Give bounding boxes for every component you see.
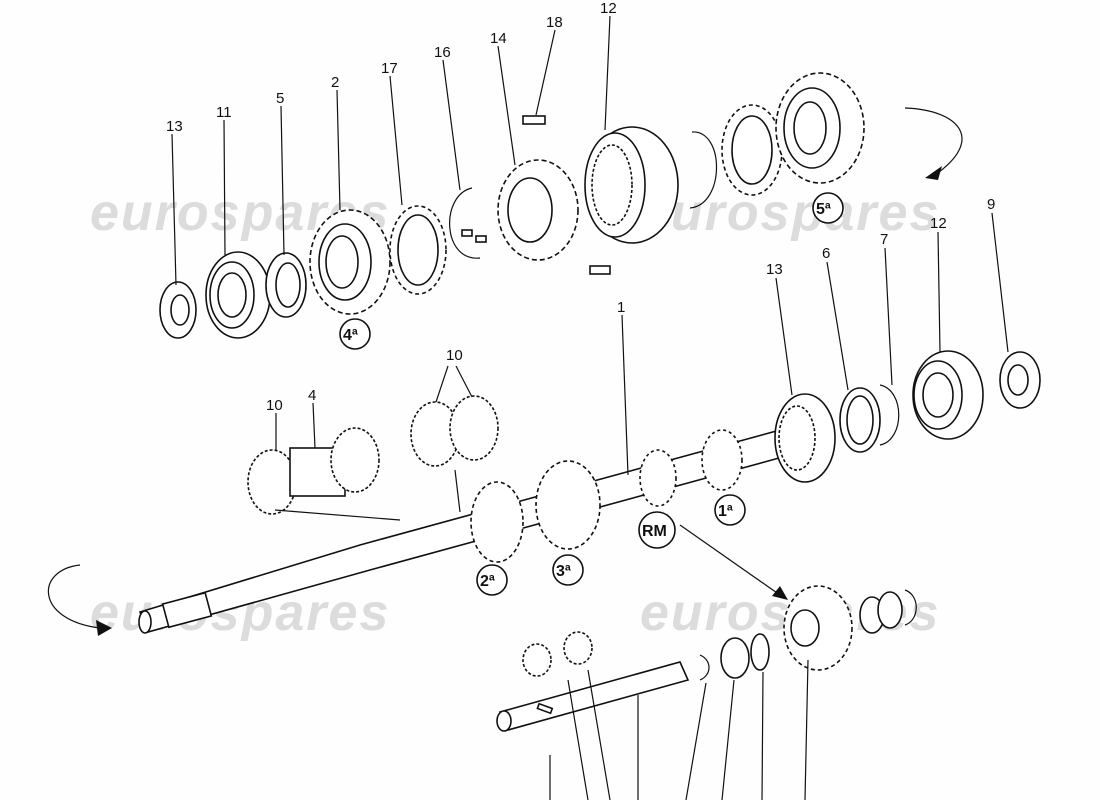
ring-part-6	[839, 387, 881, 453]
nut-part-9	[999, 351, 1041, 409]
needle-bearing	[563, 631, 593, 665]
watermark: eurospares	[640, 184, 940, 242]
needle-bearing	[522, 643, 552, 677]
svg-text:RM: RM	[642, 523, 667, 540]
label-part-12: 12	[930, 215, 947, 232]
circlip	[904, 589, 917, 626]
label-part-13: 13	[766, 261, 783, 278]
washer	[750, 633, 770, 671]
gear-third	[535, 460, 601, 550]
gear-first	[701, 429, 743, 491]
label-part-10: 10	[266, 397, 283, 414]
label-part-7: 7	[880, 231, 888, 248]
label-part-1: 1	[617, 299, 625, 316]
bearing-part-13	[774, 393, 836, 483]
svg-text:1ª: 1ª	[718, 503, 733, 520]
gear-fifth	[775, 72, 865, 184]
rotation-arrow-icon	[904, 107, 963, 176]
label-part-9: 9	[987, 196, 995, 213]
nut-part-8	[159, 281, 197, 339]
synchro-ring-part-16	[389, 205, 447, 295]
part-number-labels: 13 11 5 2 17 16 14 18 12 1 13 6 7 12 9 1…	[166, 0, 995, 414]
rotation-arrow-icon	[47, 564, 101, 629]
label-part-8: 13	[166, 118, 183, 135]
circlip-part-7	[879, 384, 900, 446]
top-assembly	[159, 72, 963, 339]
label-part-15: 16	[434, 44, 451, 61]
hub-part-14	[497, 159, 579, 261]
gear-part-2-fourth	[309, 209, 391, 315]
arrow-head-icon	[96, 620, 112, 636]
gear-label-reverse: RM	[638, 511, 676, 549]
needle-bearings-part-10	[247, 395, 499, 521]
circlip-part-15	[449, 187, 487, 259]
gear-label-5th: 5ª	[812, 192, 844, 224]
key-part-17	[589, 265, 611, 275]
label-part-11: 11	[216, 104, 232, 121]
svg-text:3ª: 3ª	[556, 563, 571, 580]
main-shaft-assembly	[47, 429, 792, 636]
gear-labels: 4ª 5ª 1ª 2ª 3ª RM	[339, 192, 844, 596]
label-part-14: 14	[490, 30, 507, 47]
svg-text:2ª: 2ª	[480, 573, 495, 590]
circlip	[699, 654, 710, 681]
leader-lines	[171, 15, 1009, 800]
washer	[720, 637, 750, 679]
arrow-head-icon	[925, 166, 942, 180]
gear-label-4th: 4ª	[339, 318, 371, 350]
label-part-4: 4	[308, 387, 316, 404]
gear-label-1st: 1ª	[714, 494, 746, 526]
pin	[536, 702, 554, 715]
label-part-2: 2	[331, 74, 339, 91]
right-parts	[774, 350, 1041, 483]
gear-label-3rd: 3ª	[552, 554, 584, 586]
label-part-10: 10	[446, 347, 463, 364]
svg-text:5ª: 5ª	[816, 201, 831, 218]
gear-second	[470, 481, 524, 563]
synchro-ring	[721, 104, 783, 196]
reverse-idler-assembly	[496, 524, 917, 732]
gear-label-2nd: 2ª	[476, 564, 508, 596]
label-part-17: 18	[546, 14, 563, 31]
sleeve-part-18	[584, 126, 679, 244]
bearing-part-12	[912, 350, 984, 440]
key-part-17	[522, 115, 546, 125]
gear-reverse-shaft	[639, 449, 677, 507]
label-part-16: 17	[381, 60, 398, 77]
label-part-5: 5	[276, 90, 284, 107]
bearing-part-11	[205, 251, 271, 339]
circlip	[689, 131, 718, 209]
svg-text:4ª: 4ª	[343, 327, 358, 344]
label-part-18: 12	[600, 0, 617, 17]
spacer-part-5	[265, 252, 307, 318]
washer	[877, 591, 903, 629]
label-part-6: 6	[822, 245, 830, 262]
